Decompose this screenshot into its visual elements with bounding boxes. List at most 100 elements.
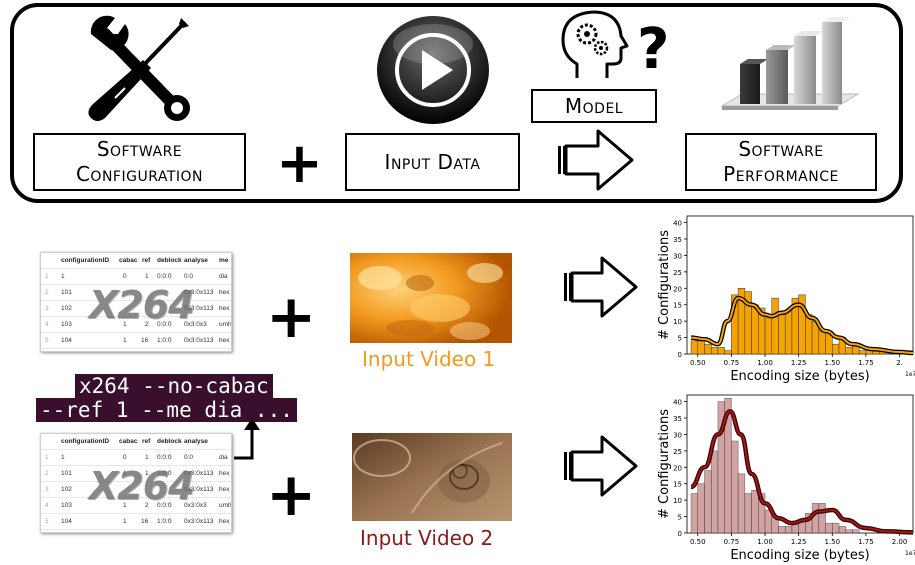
video-1-thumbnail [350, 253, 512, 343]
x-tick-label: 0.50 [690, 359, 706, 367]
cell: 1 [123, 470, 127, 477]
cell: 0x3:0x113 [184, 305, 214, 312]
cell: 1 [145, 470, 149, 477]
cell: 0:0 [184, 273, 194, 280]
y-tick-label: 5 [678, 514, 682, 522]
cell: 1 [123, 502, 127, 509]
y-tick-label: 30 [673, 252, 682, 260]
histogram-bar [818, 330, 826, 355]
col-header: me [219, 257, 229, 264]
play-icon [377, 16, 489, 124]
cell: 0 [123, 454, 127, 461]
y-tick-label: 15 [673, 481, 682, 489]
col-header: ref [142, 257, 151, 264]
cell: 0x3:0x113 [184, 486, 214, 493]
y-tick-label: 0 [678, 351, 682, 359]
x-tick-label: 1.00 [757, 359, 773, 367]
cell: 0x3:0x113 [184, 470, 214, 477]
x-tick-label: 0.75 [724, 538, 740, 546]
cell: dia [219, 454, 228, 461]
histogram-bar [832, 343, 840, 355]
cell: 0:0:0 [157, 321, 172, 328]
histogram-bar [717, 347, 725, 355]
x-tick-label: 0.75 [724, 359, 740, 367]
x-tick-label: 1.00 [757, 538, 773, 546]
histogram-bar [845, 347, 853, 355]
plus-sign: + [266, 460, 317, 530]
kde-curve [690, 410, 914, 534]
x-tick-label: 1.25 [791, 538, 807, 546]
video-1-label: Input Video 1 [362, 347, 496, 371]
config-table-2: configurationID cabac ref deblock analys… [40, 433, 232, 533]
cell: 0x3:0x3 [184, 321, 207, 328]
table-header-row: configurationID cabac ref deblock analys… [41, 253, 231, 269]
col-header: cabac [119, 257, 138, 264]
plus-sign: + [266, 282, 317, 352]
histogram-bar [852, 529, 860, 534]
histogram-bar [690, 493, 699, 534]
histogram-bar [704, 470, 712, 534]
y-tick-label: 40 [673, 220, 682, 228]
y-tick-label: 0 [678, 530, 682, 538]
histogram-bar [697, 483, 705, 534]
col-header: cabac [119, 438, 138, 445]
cell: 104 [61, 337, 72, 344]
head-gears-icon: ? [561, 10, 669, 82]
y-tick-label: 10 [673, 318, 682, 326]
y-tick-label: 40 [673, 399, 682, 407]
histogram-bar [811, 503, 820, 534]
histogram-bar [710, 450, 719, 534]
histogram-bar [784, 311, 793, 355]
histogram-bar [751, 490, 759, 534]
y-tick-label: 25 [673, 269, 682, 277]
y-tick-label: 10 [673, 497, 682, 505]
input-data-box: Input Data [345, 133, 520, 191]
table-row: 3 102 0x3:0x113 hex [41, 482, 231, 498]
tools-icon [88, 15, 190, 121]
svg-text:?: ? [637, 17, 669, 82]
plus-sign: + [276, 131, 323, 196]
model-box: Model [531, 89, 657, 123]
y-tick-label: 35 [673, 236, 682, 244]
x-axis-label: Encoding size (bytes) [730, 548, 869, 563]
table-row: 3 102 0x3:0x113 hex [41, 301, 231, 317]
histogram-bar [858, 350, 867, 355]
col-header: configurationID [61, 257, 110, 264]
y-axis-label: # Configurations [657, 409, 672, 519]
table-row: 1 1 0 1 0:0:0 0:0 dia [41, 269, 231, 285]
cell: 102 [61, 486, 72, 493]
col-header: analyse [184, 438, 208, 445]
x264-logo: X264 [89, 464, 195, 508]
histogram-bar [784, 526, 793, 534]
cell: 0:0:0 [157, 273, 172, 280]
cell: 0x3:0x113 [184, 337, 214, 344]
cell: umh [219, 321, 232, 328]
histogram-bar [751, 304, 759, 355]
x-tick-label: 1.50 [824, 538, 840, 546]
cell: 1:0:0 [157, 470, 172, 477]
cell: 2 [145, 321, 149, 328]
y-tick-label: 35 [673, 415, 682, 423]
histogram-bar [690, 340, 699, 355]
cell: 1 [145, 273, 149, 280]
table-row: 5 104 1 16 1:0:0 0x3:0x113 hex [41, 333, 231, 349]
cell: 1 [123, 321, 127, 328]
arrow-icon [564, 435, 638, 497]
cell: 1 [61, 273, 65, 280]
video-2-thumbnail [352, 433, 512, 521]
cell: 0:0 [184, 454, 194, 461]
x-tick-label: 2.00 [892, 538, 908, 546]
command-line-2: --ref 1 --me dia ... [36, 398, 297, 422]
software-performance-box: Software Performance [685, 133, 877, 191]
pipeline-frame [10, 3, 903, 203]
cell: 101 [61, 470, 72, 477]
cell: umh [219, 502, 232, 509]
cell: 101 [61, 289, 72, 296]
cell: hex [219, 470, 230, 477]
cell: 102 [61, 305, 72, 312]
cell: 1:0:0 [157, 337, 172, 344]
x-axis-exponent: 1e7 [905, 550, 915, 557]
y-tick-label: 25 [673, 448, 682, 456]
cell: 103 [61, 502, 72, 509]
